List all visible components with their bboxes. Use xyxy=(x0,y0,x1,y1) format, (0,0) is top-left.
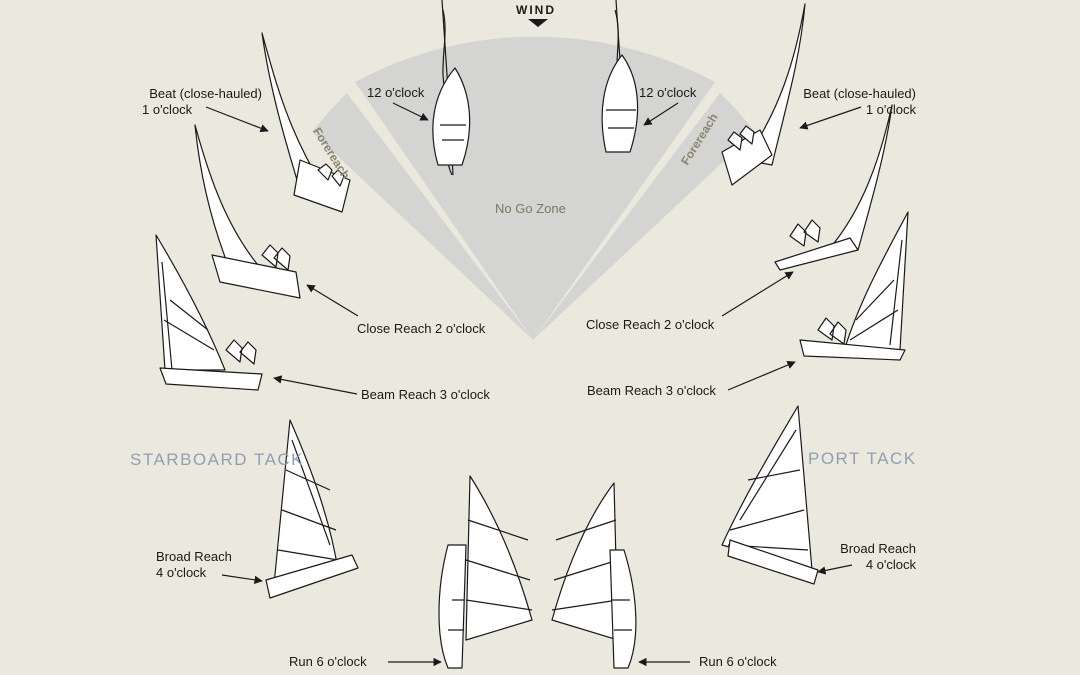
label-close-reach-right: Close Reach 2 o'clock xyxy=(586,317,715,332)
no-go-zone-label: No Go Zone xyxy=(495,201,566,216)
wind-arrow-icon xyxy=(528,19,548,27)
label-close-reach-left: Close Reach 2 o'clock xyxy=(357,321,486,336)
label-broad-reach-right: Broad Reach 4 o'clock xyxy=(826,541,916,573)
boat-beat-left xyxy=(261,32,351,213)
arrow-beat-right xyxy=(799,106,862,130)
label-12-right: 12 o'clock xyxy=(639,85,697,100)
label-beat-right-line1: Beat (close-hauled) xyxy=(803,86,916,101)
forereach-zone-left xyxy=(312,93,533,340)
label-beat-right-line2: 1 o'clock xyxy=(865,102,916,117)
label-broad-reach-left: Broad Reach 4 o'clock xyxy=(156,549,232,581)
label-beat-left: Beat (close-hauled) 1 o'clock xyxy=(130,86,262,118)
starboard-tack-label: STARBOARD TACK xyxy=(130,450,305,469)
label-broad-left-line1: Broad Reach xyxy=(156,549,232,564)
arrow-beam-reach-right xyxy=(727,361,796,391)
arrow-beam-reach-left xyxy=(273,375,358,395)
port-tack-label: PORT TACK xyxy=(808,449,917,468)
label-broad-right-line1: Broad Reach xyxy=(840,541,916,556)
boat-beam-reach-right xyxy=(799,211,909,361)
label-broad-right-line2: 4 o'clock xyxy=(865,557,916,572)
wind-label: WIND xyxy=(516,3,556,17)
label-run-left: Run 6 o'clock xyxy=(289,654,367,669)
boat-beam-reach-left xyxy=(155,234,263,391)
arrow-broad-reach-left xyxy=(221,574,263,585)
label-run-right: Run 6 o'clock xyxy=(699,654,777,669)
label-beat-right: Beat (close-hauled) 1 o'clock xyxy=(784,86,916,118)
boat-close-reach-left xyxy=(194,124,301,299)
boat-broad-reach-right xyxy=(721,405,819,585)
boat-12-oclock-right xyxy=(601,0,639,153)
label-beat-left-line2: 1 o'clock xyxy=(142,102,193,117)
boat-beat-right xyxy=(721,3,806,186)
label-12-left: 12 o'clock xyxy=(367,85,425,100)
forereach-zone-right xyxy=(533,93,755,340)
arrow-12-left xyxy=(392,102,429,121)
boat-run-left xyxy=(438,475,533,669)
arrow-12-right xyxy=(643,102,679,126)
boat-close-reach-right xyxy=(774,104,893,271)
label-broad-left-line2: 4 o'clock xyxy=(156,565,207,580)
label-beam-reach-left: Beam Reach 3 o'clock xyxy=(361,387,490,402)
label-beam-reach-right: Beam Reach 3 o'clock xyxy=(587,383,716,398)
arrow-broad-reach-right xyxy=(817,564,853,575)
boat-12-oclock-left xyxy=(432,0,471,176)
arrow-close-reach-left xyxy=(306,284,359,317)
boat-run-right xyxy=(551,482,637,669)
arrow-beat-left xyxy=(205,106,269,133)
boat-broad-reach-left xyxy=(265,419,359,599)
label-beat-left-line1: Beat (close-hauled) xyxy=(149,86,262,101)
arrow-close-reach-right xyxy=(721,271,794,317)
